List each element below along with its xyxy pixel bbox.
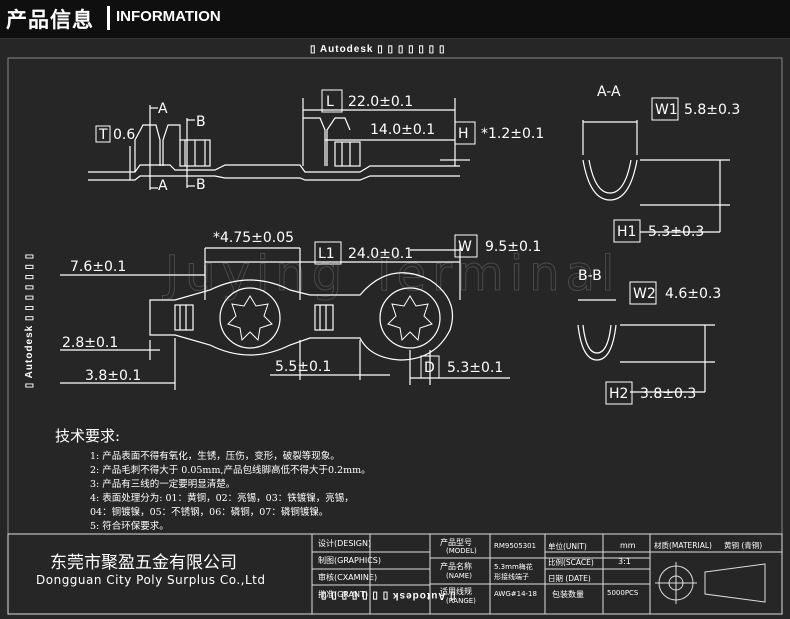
dim-L-code: L <box>326 94 334 110</box>
header-banner: 产品信息 INFORMATION <box>0 0 790 39</box>
tb-range-sub: (RANGE) <box>446 597 476 605</box>
dim-28-value: 2.8±0.1 <box>62 335 118 351</box>
tb-pack-value: 5000PCS <box>607 589 639 597</box>
tb-grant-label: 批准(GRANT) <box>318 590 369 599</box>
tb-range-value: AWG#14-18 <box>494 590 537 598</box>
dim-H2-code-box <box>605 381 633 405</box>
dim-H1-value: 5.3±0.3 <box>648 224 704 240</box>
tb-model-sub: (MODEL) <box>446 547 477 555</box>
dim-D-code-box <box>420 355 440 379</box>
tb-pack-label: 包装数量 <box>552 590 584 599</box>
dim-T-code-box <box>95 125 111 143</box>
dim-W-code-box <box>454 234 478 258</box>
watermark-autodesk-top: ▯ Autodesk ▯ ▯ ▯ ▯ ▯ ▯ ▯ <box>310 44 446 55</box>
brand-ghost-text: Juying Terminal <box>162 246 620 302</box>
tb-model-value: RM9505301 <box>494 542 537 550</box>
section-a-mark-bottom: A <box>158 178 168 194</box>
section-b-mark-top: B <box>196 114 206 130</box>
dim-T-value: 0.6 <box>113 127 135 143</box>
dim-T-code: T <box>98 127 108 143</box>
dim-W2-value: 4.6±0.3 <box>665 286 721 302</box>
tb-name-value-2: 形接线端子 <box>494 573 529 581</box>
tb-model-label: 产品型号 <box>440 538 472 547</box>
banner-logo-en: INFORMATION <box>116 8 221 25</box>
dim-38-value: 3.8±0.1 <box>85 368 141 384</box>
note-item: 3: 产品有三线的一定要明显清楚。 <box>90 479 236 490</box>
dim-D-value: 5.3±0.1 <box>447 360 503 376</box>
dim-H2-code: H2 <box>609 386 628 402</box>
technical-notes: 技术要求: 1: 产品表面不得有氧化，生锈，压伤，变形，破裂等现象。 2: 产品… <box>55 425 371 534</box>
company-name-cn: 东莞市聚盈五金有限公司 <box>50 553 237 573</box>
section-a-mark-top: A <box>158 101 168 117</box>
dim-W1-code: W1 <box>655 102 678 118</box>
section-bb-label: B-B <box>578 268 602 284</box>
section-aa-profile <box>582 120 730 233</box>
company-name-en: Dongguan City Poly Surplus Co.,Ltd <box>36 573 266 587</box>
tb-date-label: 日期 (DATE) <box>548 574 591 583</box>
dim-W2-code-box <box>629 281 657 305</box>
tb-range-label: 适用线规 <box>440 587 472 596</box>
dim-L1-value: 24.0±0.1 <box>348 246 413 262</box>
dim-475-value: *4.75±0.05 <box>213 230 294 246</box>
dim-H2-value: 3.8±0.3 <box>640 386 696 402</box>
dim-W1-code-box <box>651 97 679 121</box>
note-item: 5: 符合环保要求。 <box>90 521 169 532</box>
tb-scale-value: 3:1 <box>618 557 631 566</box>
dim-D-code: D <box>424 360 435 376</box>
section-b-mark-bottom: B <box>196 177 206 193</box>
dim-H-code: H <box>458 126 469 142</box>
tb-unit-value: mm <box>620 541 636 550</box>
dim-L1-code: L1 <box>318 246 335 262</box>
tb-material-value: 黄铜 (青铜) <box>724 541 763 550</box>
tb-name-sub: (NAME) <box>446 572 472 580</box>
note-item: 2: 产品毛刺不得大于 0.05mm,产品包线脚高低不得大于0.2mm。 <box>90 465 371 476</box>
tb-name-label: 产品名称 <box>440 562 472 571</box>
tb-graphics-label: 制图(GRAPHICS) <box>318 556 382 565</box>
dim-76-value: 7.6±0.1 <box>70 259 126 275</box>
dim-H-code-box <box>454 121 476 145</box>
note-item: 1: 产品表面不得有氧化，生锈，压伤，变形，破裂等现象。 <box>90 451 340 462</box>
dim-55-value: 5.5±0.1 <box>275 359 331 375</box>
tb-name-value-1: 5.3mm梅花 <box>494 563 533 571</box>
note-item: 04：铜镀镍，05：不锈钢，06：磷铜，07：磷铜镀镍。 <box>90 507 329 518</box>
tb-unit-label: 单位(UNIT) <box>548 542 587 551</box>
note-item: 4: 表面处理分为: 01：黄铜，02：亮锡，03：铁镀镍，亮锡， <box>90 493 354 504</box>
dim-L1-code-box <box>314 241 342 265</box>
banner-divider <box>107 6 110 30</box>
tb-design-label: 设计(DESIGN) <box>318 539 372 548</box>
notes-title: 技术要求: <box>55 427 121 445</box>
top-view <box>60 245 510 390</box>
tb-examine-label: 审核(CXAMINE) <box>318 573 378 582</box>
dim-W-value: 9.5±0.1 <box>485 239 541 255</box>
dim-L-part-value: 14.0±0.1 <box>370 122 435 138</box>
tb-scale-label: 比例(SCACE) <box>548 558 594 567</box>
side-view <box>88 98 470 190</box>
dim-W-code: W <box>458 239 472 255</box>
dim-W1-value: 5.8±0.3 <box>684 102 740 118</box>
dim-H1-code-box <box>613 219 641 243</box>
dim-L-code-box <box>321 89 343 113</box>
tb-material-label: 材质(MATERIAL) <box>654 541 712 550</box>
dim-L-value: 22.0±0.1 <box>348 94 413 110</box>
dim-H1-code: H1 <box>617 224 636 240</box>
banner-logo-cn: 产品信息 <box>6 8 94 32</box>
dim-W2-code: W2 <box>633 286 656 302</box>
title-block-grid <box>7 533 783 615</box>
section-bb-profile <box>577 299 715 393</box>
dim-H-value: *1.2±0.1 <box>481 126 544 142</box>
section-aa-label: A-A <box>597 84 621 100</box>
